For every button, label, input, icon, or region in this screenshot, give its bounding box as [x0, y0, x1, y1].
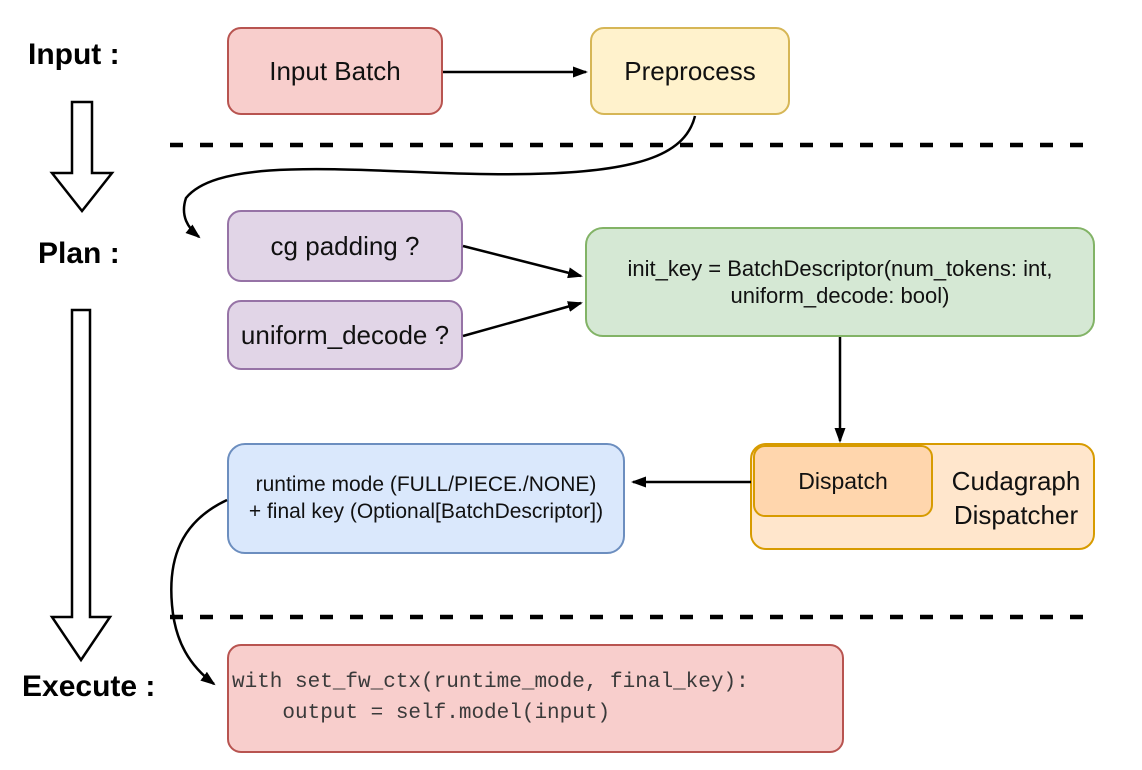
node-runtime-mode-line1: runtime mode (FULL/PIECE./NONE) [255, 473, 597, 497]
node-cg-padding-label: cg padding ? [270, 230, 420, 261]
node-input-batch-label: Input Batch [269, 55, 401, 86]
node-dispatch: Dispatch [753, 445, 933, 517]
stage-arrow-input-to-plan-icon [49, 100, 115, 214]
stage-label-input: Input : [28, 38, 120, 71]
node-uniform-decode: uniform_decode ? [227, 300, 463, 370]
node-input-batch: Input Batch [227, 27, 443, 115]
node-runtime-mode: runtime mode (FULL/PIECE./NONE) + final … [227, 443, 625, 554]
stage-label-plan: Plan : [38, 237, 120, 270]
node-uniform-decode-label: uniform_decode ? [240, 319, 450, 350]
node-execute-code-line2: output = self.model(input) [232, 701, 611, 725]
node-cudagraph-dispatcher-label: Cudagraph Dispatcher [935, 445, 1097, 552]
node-init-key-line2: uniform_decode: bool) [730, 283, 950, 308]
node-cudagraph-line2: Dispatcher [953, 499, 1079, 530]
connector-cg-padding-to-init-key [462, 244, 583, 279]
node-execute-code-line1: with set_fw_ctx(runtime_mode, final_key)… [232, 671, 749, 695]
node-preprocess-label: Preprocess [624, 55, 756, 86]
node-preprocess: Preprocess [590, 27, 790, 115]
stage-arrow-plan-to-execute-icon [49, 308, 113, 663]
node-cg-padding: cg padding ? [227, 210, 463, 282]
node-cudagraph-line1: Cudagraph [951, 465, 1081, 496]
node-init-key: init_key = BatchDescriptor(num_tokens: i… [585, 227, 1095, 337]
connector-runtime-mode-to-execute-code [170, 498, 228, 686]
node-init-key-line1: init_key = BatchDescriptor(num_tokens: i… [627, 255, 1053, 281]
node-execute-code: with set_fw_ctx(runtime_mode, final_key)… [227, 644, 844, 753]
node-dispatch-label: Dispatch [798, 467, 888, 494]
node-runtime-mode-line2: + final key (Optional[BatchDescriptor]) [248, 499, 604, 523]
stage-label-execute: Execute : [22, 670, 156, 703]
connector-uniform-decode-to-init-key [462, 301, 583, 338]
